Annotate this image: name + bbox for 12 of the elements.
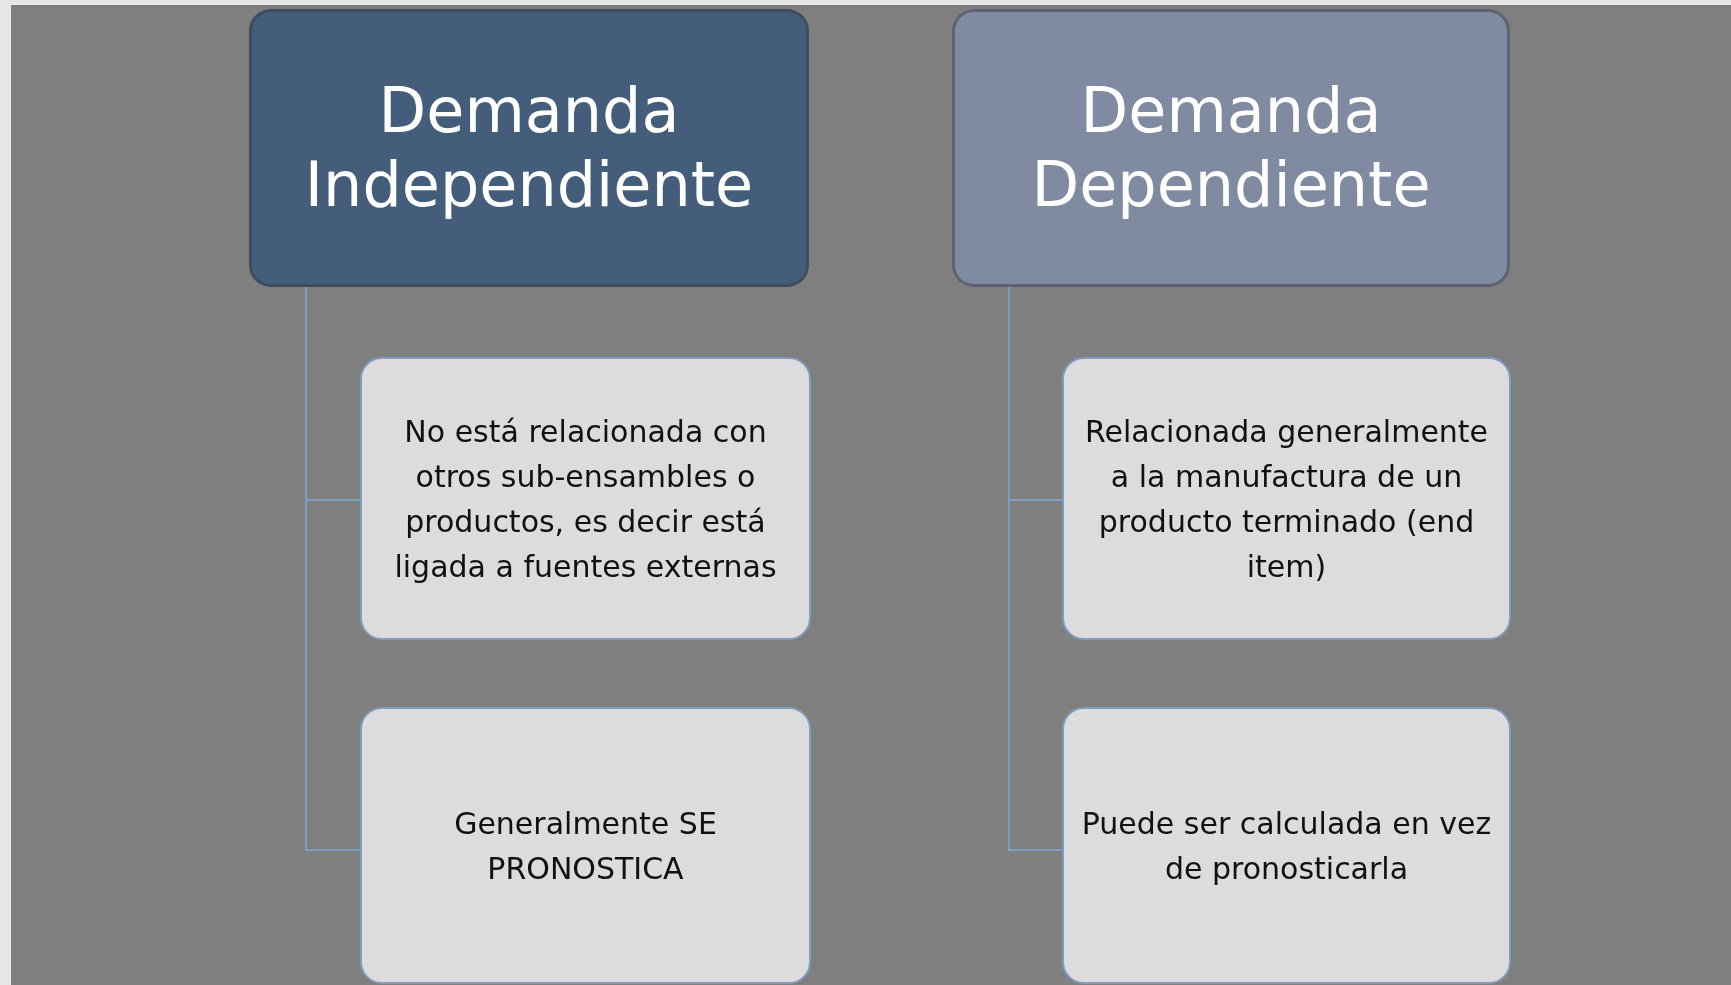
category-box — [952, 9, 1510, 287]
box-text: Relacionada generalmente a la manufactura de un producto terminado (end item) — [1083, 412, 1490, 586]
description-box — [360, 357, 811, 640]
box-text: No está relacionada con otros sub-ensambles o productos, es decir está ligada a fuentes externas — [393, 412, 778, 586]
description-box — [1062, 357, 1511, 640]
category-box — [249, 9, 809, 287]
box-text: Demanda Independiente — [303, 73, 755, 223]
box-text: Generalmente SE PRONOSTICA — [453, 804, 718, 888]
description-box — [1062, 707, 1511, 984]
box-text: Puede ser calculada en vez de pronosticarla — [1080, 804, 1493, 888]
description-box — [360, 707, 811, 984]
box-text: Demanda Dependiente — [1030, 73, 1432, 223]
